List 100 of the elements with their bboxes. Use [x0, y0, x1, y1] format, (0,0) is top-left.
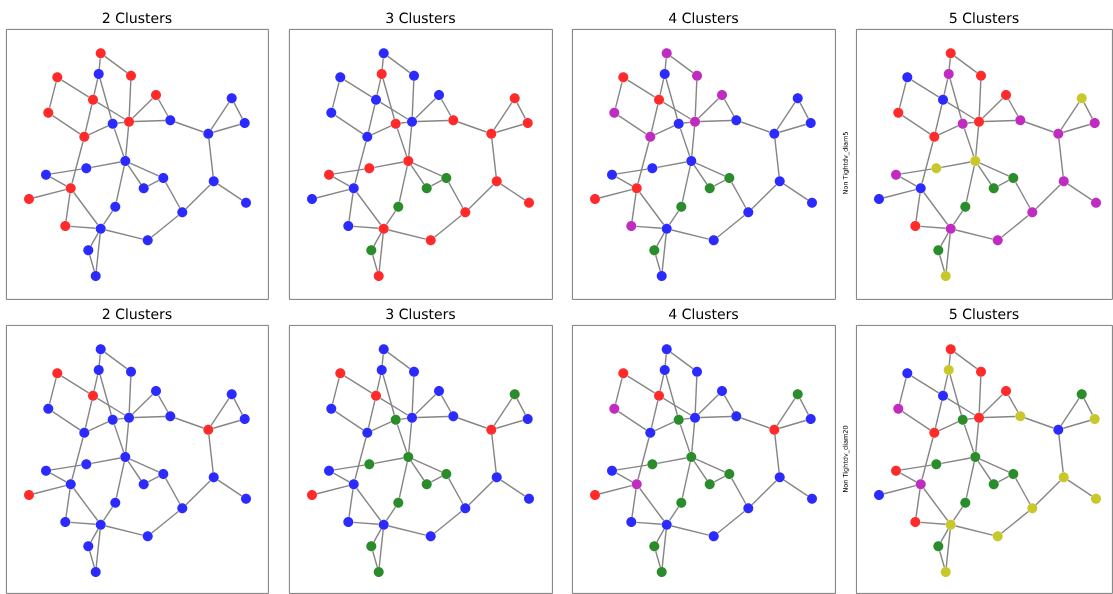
graph-node [673, 414, 684, 425]
graph-edge [332, 176, 350, 187]
graph-edge [217, 479, 243, 497]
graph-node [81, 163, 92, 174]
graph-node [324, 465, 334, 476]
graph-node [393, 201, 404, 212]
graph-edge [940, 457, 971, 465]
graph-node [366, 245, 377, 256]
graph-node [376, 69, 387, 79]
graph-node [326, 107, 337, 118]
graph-node [731, 411, 742, 422]
graph-edge [128, 80, 132, 118]
graph-edge [627, 79, 656, 98]
graph-edge [332, 472, 350, 483]
graph-node [974, 412, 984, 423]
graph-node [933, 541, 944, 552]
graph-edge [95, 529, 101, 568]
graph-edge [967, 121, 975, 124]
graph-edge [381, 353, 384, 366]
graph-node [65, 479, 76, 490]
graph-node [659, 69, 670, 79]
graph-edge [371, 421, 392, 432]
graph-edge [415, 97, 436, 119]
graph-edge [378, 529, 384, 568]
graph-node [1008, 173, 1019, 183]
graph-edge [659, 374, 665, 392]
graph-edge [356, 191, 382, 226]
graph-edge [440, 98, 452, 117]
graph-node [376, 365, 387, 375]
graph-edge [915, 192, 921, 222]
graph-node [24, 194, 34, 204]
graph-node [891, 169, 901, 180]
graph-node [676, 201, 687, 212]
graph-edge [115, 461, 125, 499]
graph-edge [955, 229, 994, 240]
panel-title: 5 Clusters [949, 12, 1019, 24]
graph-node [371, 94, 381, 105]
graph-node [626, 517, 637, 527]
graph-node [988, 479, 999, 490]
graph-edge [400, 417, 408, 420]
graph-edge [371, 125, 392, 136]
graph-node [226, 389, 237, 400]
graph-node [938, 94, 948, 105]
graph-edge [694, 80, 698, 118]
graph-edge [1035, 184, 1061, 210]
graph-edge [982, 97, 1004, 119]
graph-edge [99, 78, 112, 120]
graph-edge [491, 434, 497, 473]
graph-edge [945, 233, 951, 272]
graph-edge [132, 393, 153, 415]
graph-node [208, 472, 219, 483]
graph-edge [90, 457, 121, 465]
graph-edge [382, 374, 395, 416]
graph-edge [617, 114, 647, 135]
graph-node [631, 479, 642, 490]
graph-edge [919, 225, 947, 229]
graph-node [893, 107, 904, 118]
graph-edge [210, 101, 230, 131]
graph-edge [911, 375, 940, 394]
graph-edge [664, 57, 667, 70]
graph-edge [65, 488, 71, 518]
graph-node [390, 118, 401, 129]
graph-node [421, 479, 432, 490]
graph-edge [373, 232, 382, 247]
graph-node [52, 368, 63, 379]
graph-edge [411, 80, 415, 118]
graph-edge [977, 164, 992, 185]
graph-node [486, 424, 497, 435]
graph-node [690, 116, 700, 127]
graph-node [524, 197, 534, 208]
graph-node [95, 48, 106, 59]
graph-node [83, 541, 94, 552]
graph-node [348, 479, 359, 490]
graph-edge [434, 510, 462, 534]
graph-node [366, 541, 377, 552]
graph-edge [694, 376, 698, 414]
graph-node [915, 479, 926, 490]
graph-node [95, 519, 106, 530]
graph-edge [1024, 417, 1055, 429]
graph-edge [635, 225, 663, 229]
graph-edge [210, 397, 230, 427]
graph-node [717, 90, 727, 100]
graph-edge [963, 127, 975, 157]
graph-edge [1007, 394, 1019, 413]
graph-edge [104, 351, 128, 370]
panel-title: 5 Clusters [949, 308, 1019, 320]
graph-edge [93, 374, 99, 392]
graph-edge [631, 488, 637, 518]
graph-edge [98, 353, 101, 366]
graph-node [165, 115, 176, 126]
graph-node [448, 115, 459, 126]
graph-edge [382, 78, 395, 120]
graph-node [902, 72, 913, 83]
graph-node [1001, 90, 1011, 100]
graph-edge [415, 393, 436, 415]
graph-node [692, 366, 702, 377]
graph-edge [965, 461, 975, 499]
graph-edge [125, 422, 130, 453]
graph-edge [165, 181, 181, 209]
graph-edge [699, 119, 732, 123]
